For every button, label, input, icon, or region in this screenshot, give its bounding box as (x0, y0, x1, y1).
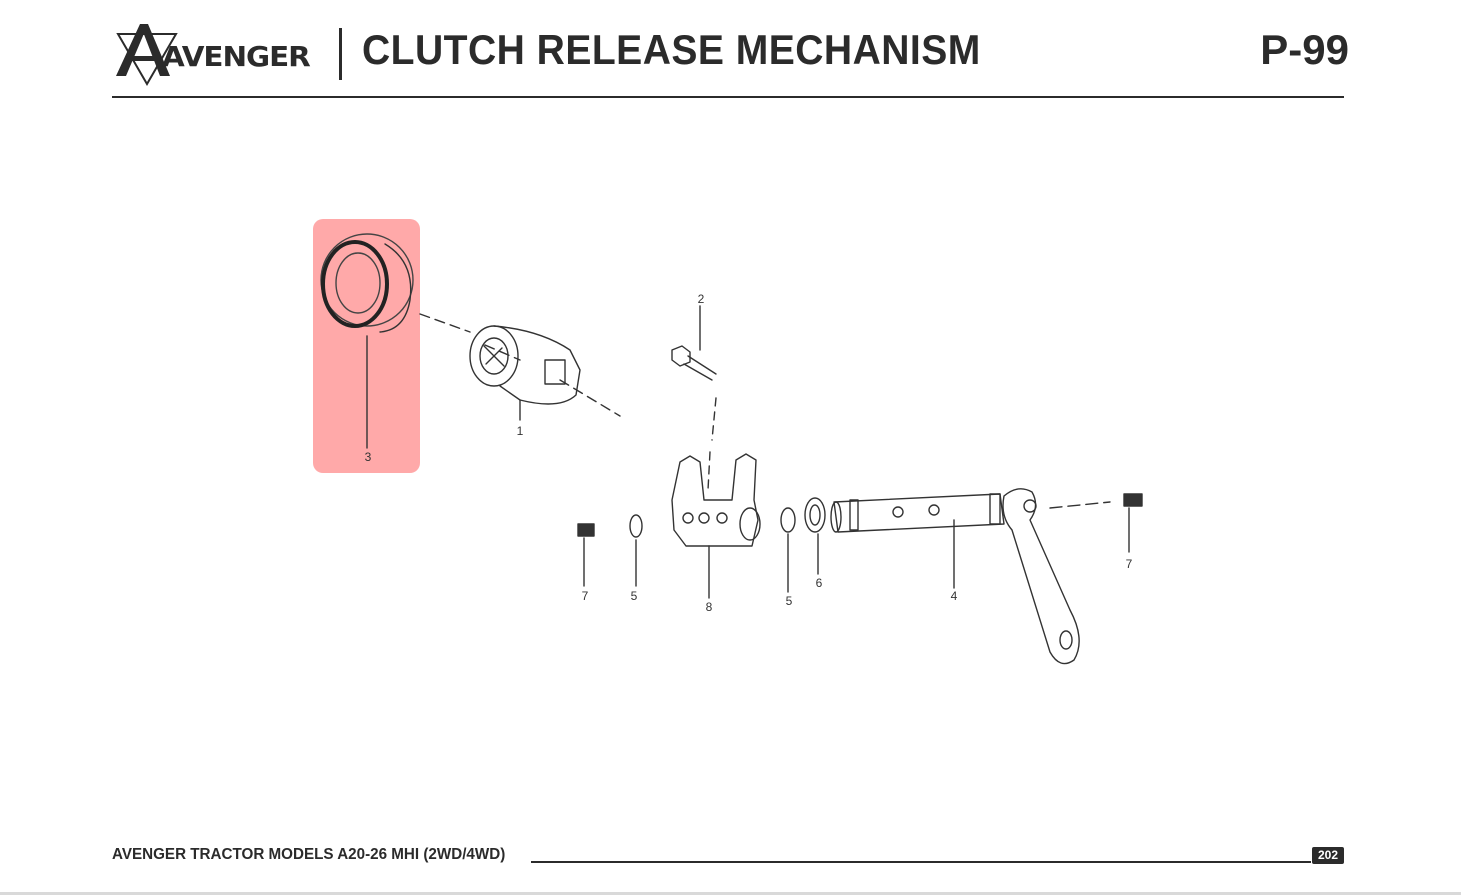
footer-title: AVENGER TRACTOR MODELS A20-26 MHI (2WD/4… (112, 846, 506, 863)
part-1-release-sleeve[interactable] (469, 325, 581, 421)
part-8-release-fork[interactable] (671, 453, 761, 599)
part-7-grease-nipple-right[interactable] (1123, 493, 1143, 553)
part-2-bolt[interactable] (671, 305, 717, 491)
footer-rule (531, 861, 1311, 863)
bottom-strip (0, 892, 1461, 895)
brand-wordmark: AVENGER (162, 40, 311, 73)
part-4-release-shaft[interactable] (830, 488, 1111, 665)
page-number: 202 (1312, 847, 1344, 864)
callout-5-right: 5 (786, 594, 793, 608)
callout-4: 4 (951, 589, 958, 603)
part-5-snap-ring-left[interactable] (629, 514, 643, 587)
part-5-snap-ring-right[interactable] (780, 507, 796, 593)
callout-7-left: 7 (582, 589, 589, 603)
callout-6: 6 (816, 576, 823, 590)
page-code: P-99 (1260, 26, 1349, 73)
part-7-grease-nipple-left[interactable] (577, 523, 595, 587)
callout-2: 2 (698, 292, 705, 306)
callout-8: 8 (706, 600, 713, 614)
header-separator (339, 28, 342, 80)
callout-7-right: 7 (1126, 557, 1133, 571)
callout-1: 1 (517, 424, 524, 438)
page-title: CLUTCH RELEASE MECHANISM (362, 26, 981, 73)
part-6-washer[interactable] (804, 497, 826, 575)
header-rule (112, 96, 1344, 98)
callout-3: 3 (365, 450, 372, 464)
logo-triangle-icon (116, 24, 178, 86)
part-3-release-bearing[interactable] (320, 233, 414, 449)
brand-logo: AVENGER (112, 20, 326, 88)
callout-5-left: 5 (631, 589, 638, 603)
